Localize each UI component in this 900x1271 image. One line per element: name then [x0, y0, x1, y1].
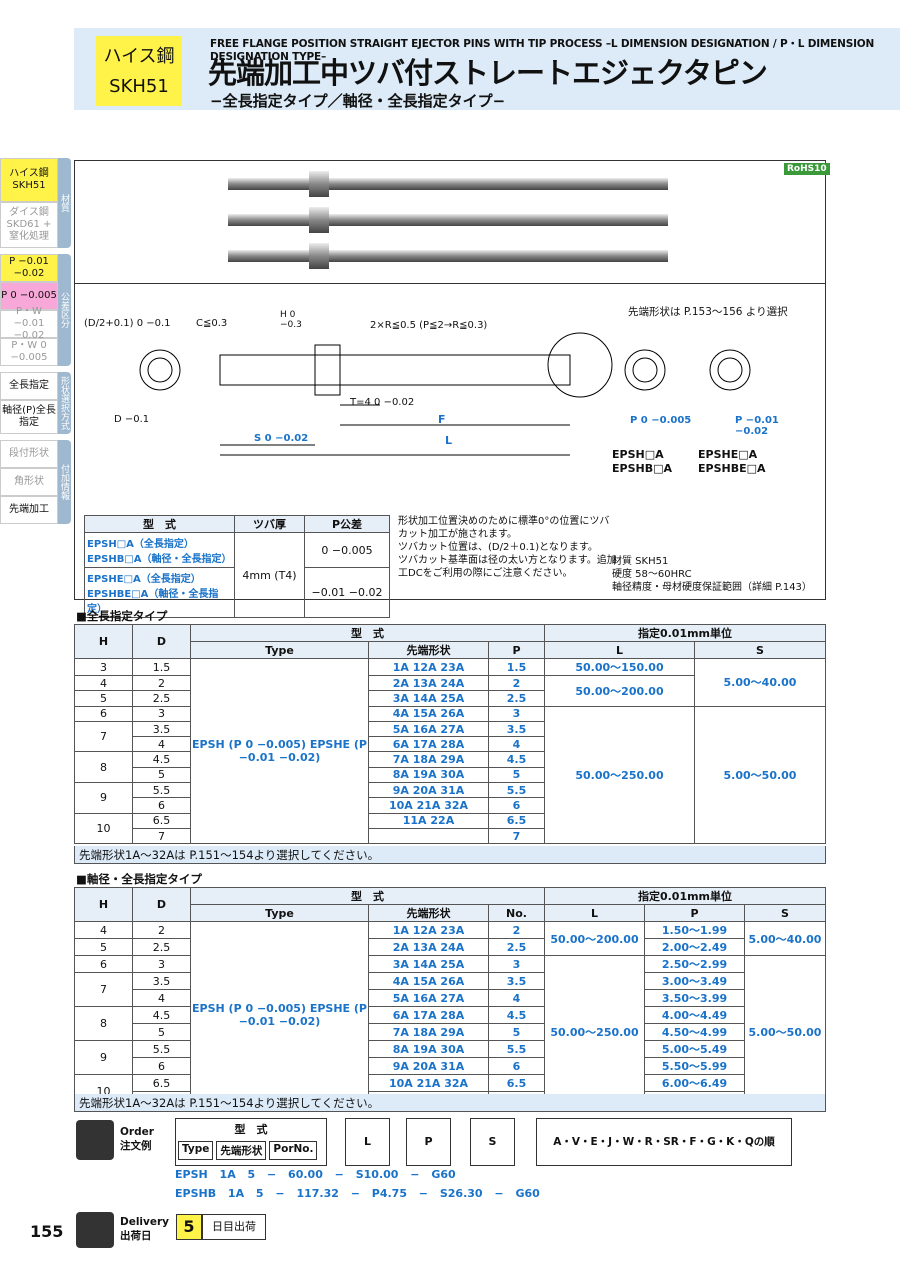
sidebar-item-dia-length[interactable]: 軸径(P)全長指定 [0, 400, 58, 434]
divider [74, 283, 826, 284]
pin-1 [228, 178, 668, 190]
sidebar-item-stepped[interactable]: 段付形状 [0, 440, 58, 468]
english-title: FREE FLANGE POSITION STRAIGHT EJECTOR PI… [210, 38, 875, 63]
order-s-box: S [470, 1118, 515, 1166]
dim-p2: P −0.01 −0.02 [735, 415, 779, 437]
sidebar-tab-shape: 形状選択方式 [58, 372, 71, 434]
sidebar-item-length[interactable]: 全長指定 [0, 372, 58, 400]
order-l-box: L [345, 1118, 390, 1166]
code-epshb: EPSHB□A [612, 462, 672, 475]
sidebar-tab-extra: 付加情報 [58, 440, 71, 524]
delivery-text: 日目出荷 [202, 1214, 266, 1240]
tip-note: 先端形状は P.153〜156 より選択 [628, 306, 788, 318]
order-example-2: EPSHB 1A 5 − 117.32 − P4.75 − S26.30 − G… [175, 1187, 540, 1200]
dim-l: L [445, 434, 453, 447]
pin-3 [228, 250, 668, 262]
dim-r: 2×R≦0.5 (P≦2→R≦0.3) [370, 320, 488, 331]
table2-note: 先端形状1A〜32Aは P.151〜154より選択してください。 [74, 1094, 826, 1112]
table1-title: ■全長指定タイプ [76, 609, 168, 623]
dim-s: S 0 −0.02 [254, 433, 309, 444]
sidebar-item-p-tol2[interactable]: P 0 −0.005 [0, 282, 58, 310]
product-frame [74, 160, 826, 600]
sidebar-item-skd61[interactable]: ダイス鋼 SKD61 + 窒化処理 [0, 202, 58, 248]
sidebar-item-square[interactable]: 角形状 [0, 468, 58, 496]
sidebar-item-tip[interactable]: 先端加工 [0, 496, 58, 524]
page-title: 先端加工中ツバ付ストレートエジェクタピン [208, 56, 768, 90]
header-banner [74, 28, 900, 110]
order-options-box: A・V・E・J・W・R・SR・F・G・K・Qの順 [536, 1118, 792, 1166]
page-number: 155 [30, 1222, 64, 1241]
sidebar: ハイス鋼 SKH51 ダイス鋼 SKD61 + 窒化処理 材質 P −0.01 … [0, 158, 72, 538]
sidebar-tab-tolerance: 公差区分 [58, 254, 71, 366]
dim-d2: (D/2+0.1) 0 −0.1 [84, 318, 171, 329]
notes: 形状加工位置決めのために標準0°の位置にツバカット加工が施されます。ツバカット位… [398, 516, 617, 579]
table2-title: ■軸径・全長指定タイプ [76, 872, 202, 886]
table1-note: 先端形状1A〜32Aは P.151〜154より選択してください。 [74, 846, 826, 864]
dim-h: H 0 −0.3 [280, 310, 302, 330]
code-epshe: EPSHE□A [698, 448, 758, 461]
sidebar-item-pw-tol2[interactable]: P・W 0 −0.005 [0, 338, 58, 366]
code-epshbe: EPSHBE□A [698, 462, 766, 475]
sidebar-item-skh51[interactable]: ハイス鋼 SKH51 [0, 158, 58, 202]
phone-icon [76, 1120, 114, 1160]
page-subtitle: −全長指定タイプ／軸径・全長指定タイプ− [210, 92, 506, 110]
dim-t: T=4 0 −0.02 [350, 397, 415, 408]
dim-f: F [438, 413, 446, 426]
order-p-box: P [406, 1118, 451, 1166]
sidebar-tab-material: 材質 [58, 158, 71, 248]
rohs-badge: RoHS10 [784, 163, 830, 175]
dim-p1: P 0 −0.005 [630, 415, 692, 426]
dim-c: C≦0.3 [196, 318, 228, 329]
delivery-days: 5 [176, 1214, 202, 1240]
pin-2 [228, 214, 668, 226]
truck-icon [76, 1212, 114, 1248]
sidebar-item-p-tol1[interactable]: P −0.01 −0.02 [0, 254, 58, 282]
sidebar-item-pw-tol1[interactable]: P・W −0.01 −0.02 [0, 306, 58, 341]
order-example-1: EPSH 1A 5 − 60.00 − S10.00 − G60 [175, 1168, 456, 1181]
product-photo [228, 171, 668, 269]
code-epsh: EPSH□A [612, 448, 664, 461]
technical-drawing [139, 332, 751, 456]
dim-d: D −0.1 [114, 414, 150, 425]
